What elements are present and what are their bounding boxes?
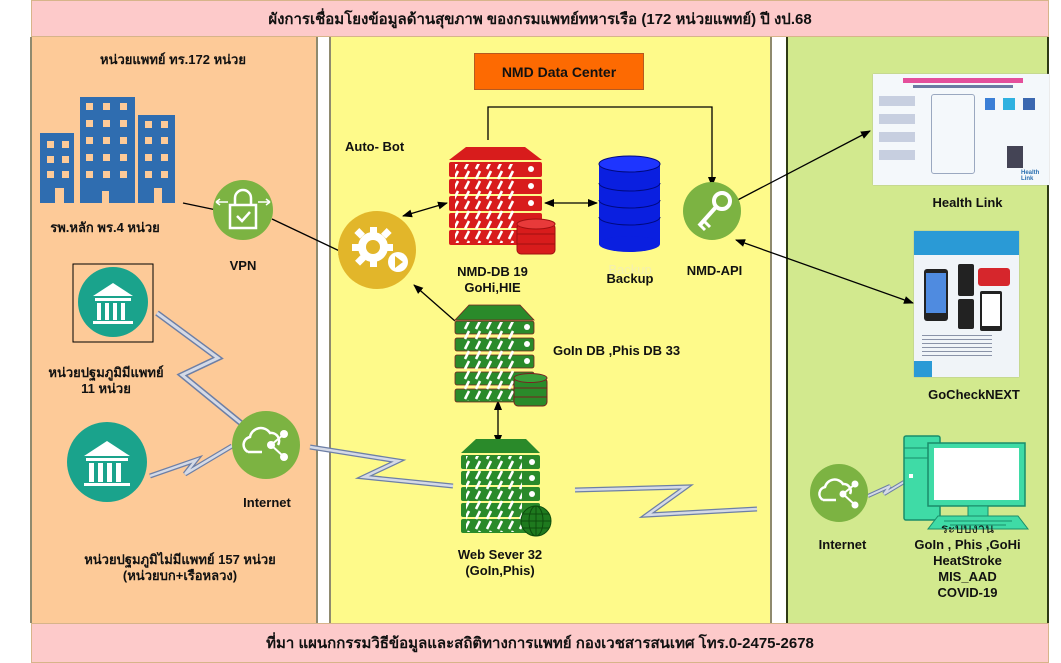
arrow-autobot-nmddb [402,201,448,218]
hospital-building-icon [40,97,175,203]
thumbnail-phone [958,264,974,296]
nmd-api-label: NMD-API [686,263,743,278]
client-internet-cloud-icon [810,464,868,522]
thumbnail-text [922,335,992,357]
web-server-label-line1: Web Sever 32 [457,547,543,562]
thumbnail-phone [980,291,1002,331]
arrow-vpn-to-autobot [271,218,349,256]
thumbnail-server [1007,146,1023,168]
source-footer: ที่มา แผนกกรรมวิธีข้อมูลและสถิติทางการแพ… [31,623,1049,663]
nmd-db-label-line2: GoHi,HIE [464,280,521,295]
health-link-image[interactable]: Health Link [873,74,1049,185]
wireless-link-primary-no-doctor [149,443,234,479]
systems-list-item: COVID-19 [937,585,998,600]
thumbnail-logo [914,361,932,377]
diagram-title: ผังการเชื่อมโยงข้อมูลด้านสุขภาพ ของกรมแพ… [31,0,1049,37]
thumbnail-badge [978,268,1010,286]
main-hospital-label: รพ.หลัก พร.4 หน่วย [50,220,160,235]
arrow-goindb-to-autobot [413,284,456,322]
backup-label: Backup [606,271,654,286]
goin-phis-db-server-icon [454,304,548,407]
autobot-gear-icon [338,211,416,289]
diagram-title-text: ผังการเชื่อมโยงข้อมูลด้านสุขภาพ ของกรมแพ… [268,10,812,28]
thumbnail-brand: Health Link [1021,170,1040,182]
wireless-link-right-internet [867,480,906,498]
systems-list-item: HeatStroke [933,553,1002,568]
panel-divider [316,37,329,623]
globe-icon [520,505,552,537]
systems-list: ระบบงาน GoIn , Phis ,GoHi HeatStroke MIS… [900,521,1035,601]
systems-list-heading: ระบบงาน [940,521,994,536]
gocheck-next-label: GoCheckNEXT [928,387,1020,402]
primary-unit-no-doctor-icon [67,422,147,502]
thumbnail-icon [1023,98,1035,110]
primary-doctor-label-line2: 11 หน่วย [81,381,131,396]
connector-nmddb-to-api [487,106,716,187]
internet-cloud-icon [232,411,300,479]
thumbnail-phone [924,269,948,321]
internet-label: Internet [243,495,291,510]
data-center-title-text: NMD Data Center [501,63,617,80]
source-footer-text: ที่มา แผนกกรรมวิธีข้อมูลและสถิติทางการแพ… [266,635,814,652]
wireless-link-internet-webserver [309,444,454,489]
selection-frame [72,263,154,343]
thumbnail-hospitals [879,96,915,166]
health-link-label: Health Link [932,195,1003,210]
wireless-link-primary-doctor [155,310,244,427]
arrow-api-gocheck [735,239,914,304]
thumbnail-icon [1003,98,1015,110]
primary-unit-doctor-icon [78,267,148,337]
vpn-label: VPN [229,258,257,273]
primary-no-doctor-label-line2: (หน่วยบก+เรือหลวง) [122,568,238,583]
backup-database-icon [598,155,661,252]
web-server-label-line2: (GoIn,Phis) [465,563,535,578]
client-internet-label: Internet [818,537,867,552]
thumbnail-subtitle-bar [913,85,1013,88]
wireless-link-webserver-client [574,484,758,518]
thumbnail-title-bar [903,78,1023,83]
thumbnail-icon [985,98,995,110]
thumbnail-center-box [931,94,975,174]
nmd-db-server-icon [449,147,556,255]
vpn-lock-icon [213,180,273,240]
gocheck-next-image[interactable] [914,231,1019,377]
desktop-computer-icon [903,435,1030,530]
primary-no-doctor-label-line1: หน่วยปฐมภูมิไม่มีแพทย์ 157 หน่วย [84,552,276,567]
medical-units-title: หน่วยแพทย์ ทร.172 หน่วย [100,52,246,67]
data-center-title: NMD Data Center [474,53,644,90]
arrow-api-healthlink [729,130,871,205]
primary-doctor-label-line1: หน่วยปฐมภูมิมีแพทย์ [48,365,164,380]
api-key-icon [683,182,741,240]
web-server-icon [461,439,552,537]
systems-list-item: MIS_AAD [938,569,997,584]
backup-faint-label: Backup [608,262,652,277]
nmd-db-label-line1: NMD-DB 19 [457,264,528,279]
goin-db-label: GoIn DB ,Phis DB 33 [553,343,681,358]
systems-list-item: GoIn , Phis ,GoHi [914,537,1021,552]
thumbnail-header [914,231,1019,255]
autobot-label: Auto- Bot [345,139,405,154]
thumbnail-phone [958,299,974,329]
